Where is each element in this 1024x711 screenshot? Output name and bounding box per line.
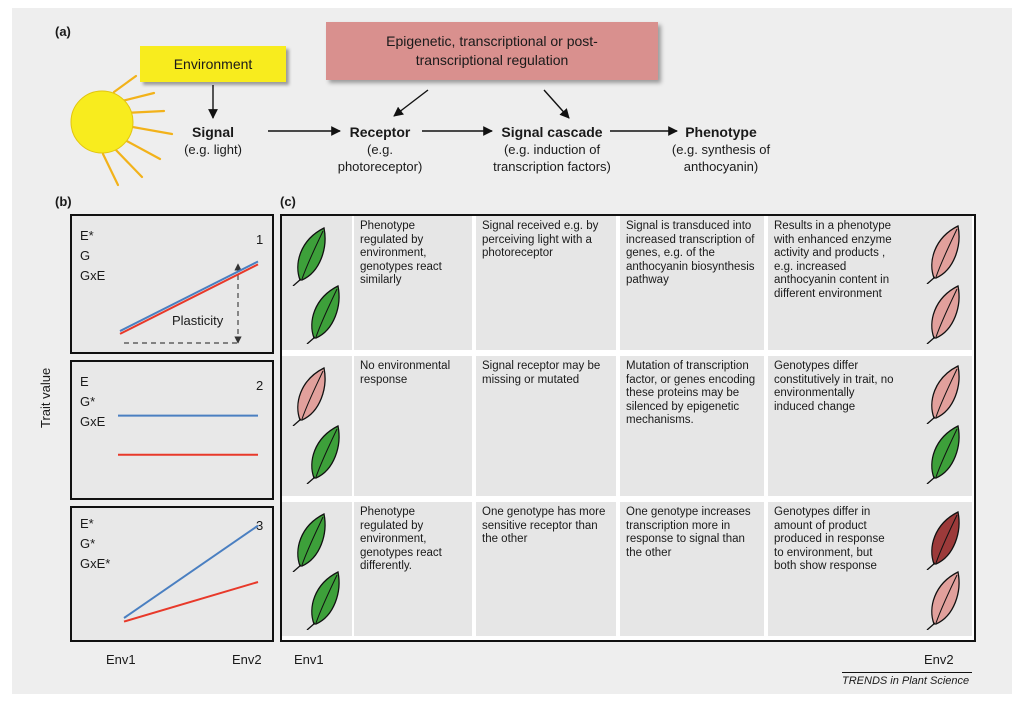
plot-2-chart: [118, 414, 258, 456]
left-leaves: [282, 356, 352, 496]
pathway-phenotype-subtitle: (e.g. synthesis of anthocyanin): [671, 142, 771, 174]
leaf-icon: [292, 513, 326, 573]
plasticity-label: Plasticity: [172, 313, 224, 328]
leaf-icon: [926, 285, 960, 345]
x-axis-b-env2: Env2: [232, 652, 262, 667]
plot-1-chart: [119, 260, 259, 344]
plot-2-stats: E G* GxE: [80, 372, 105, 432]
blue-genotype-line: [123, 524, 259, 619]
plot-3-stat-e: E*: [80, 516, 94, 531]
red-genotype-line: [119, 263, 259, 335]
x-axis-b-env1: Env1: [106, 652, 136, 667]
table-c: Phenotype regulated by environment, geno…: [280, 214, 976, 642]
leaf-icon: [306, 285, 340, 345]
leaf-icon: [926, 365, 960, 425]
pathway-signal: Signal (e.g. light): [178, 124, 248, 158]
table-cell: Phenotype regulated by environment, geno…: [354, 216, 472, 350]
leaf-icon: [292, 367, 326, 427]
leaf-icon: [926, 511, 960, 571]
left-leaves: [282, 502, 352, 636]
panel-label-a: (a): [55, 24, 71, 39]
plot-1-stat-e: E*: [80, 228, 94, 243]
pathway-cascade-subtitle: (e.g. induction of transcription factors…: [493, 142, 611, 174]
credit-rule: [842, 672, 972, 673]
pathway-signal-cascade: Signal cascade (e.g. induction of transc…: [492, 124, 612, 175]
leaf-icon: [926, 425, 960, 485]
pathway-cascade-title: Signal cascade: [501, 124, 603, 140]
right-leaves: [900, 356, 972, 496]
table-cell: One genotype has more sensitive receptor…: [476, 502, 616, 636]
table-cell: Signal received e.g. by perceiving light…: [476, 216, 616, 350]
pathway-phenotype-title: Phenotype: [685, 124, 757, 140]
table-cell: No environmental response: [354, 356, 472, 496]
plot-3-stat-gxe: GxE*: [80, 556, 111, 571]
x-axis-c-env1: Env1: [294, 652, 324, 667]
plot-2-stat-e: E: [80, 374, 89, 389]
right-leaves: [900, 502, 972, 636]
table-cell: Mutation of transcription factor, or gen…: [620, 356, 764, 496]
leaf-icon: [926, 225, 960, 285]
regulation-receptor-arrow: [393, 89, 429, 117]
figure: (a) Environment Epigenetic, transcriptio…: [12, 8, 1012, 694]
right-leaves: [900, 216, 972, 350]
plot-1-stat-g: G: [80, 248, 91, 263]
table-cell: Genotypes differ in amount of product pr…: [768, 502, 900, 636]
leaf-icon: [292, 227, 326, 287]
plot-3: E* G* GxE* 3: [70, 506, 274, 642]
pathway-signal-subtitle: (e.g. light): [184, 142, 242, 157]
plot-1: E* G GxE 1 Plasticity: [70, 214, 274, 354]
leaf-icon: [306, 425, 340, 485]
blue-genotype-line: [119, 260, 259, 332]
plot-3-stats: E* G* GxE*: [80, 514, 110, 574]
environment-box: Environment: [140, 46, 286, 82]
plot-2-stat-g: G*: [80, 394, 96, 409]
table-cell: Signal is transduced into increased tran…: [620, 216, 764, 350]
pathway-receptor: Receptor (e.g. photoreceptor): [326, 124, 434, 175]
credit: TRENDS in Plant Science: [842, 675, 970, 687]
regulation-cascade-arrow: [543, 89, 570, 119]
leaf-icon: [306, 571, 340, 631]
table-cell: Signal receptor may be missing or mutate…: [476, 356, 616, 496]
table-cell: Results in a phenotype with enhanced enz…: [768, 216, 900, 350]
regulation-box: Epigenetic, transcriptional or post-tran…: [326, 22, 658, 80]
plot-3-stat-g: G*: [80, 536, 96, 551]
table-cell: Genotypes differ constitutively in trait…: [768, 356, 900, 496]
pathway-receptor-subtitle: (e.g. photoreceptor): [337, 142, 423, 174]
plot-1-number: 1: [256, 232, 264, 247]
leaf-icon: [926, 571, 960, 631]
plot-1-stats: E* G GxE: [80, 226, 105, 286]
plot-2-number: 2: [256, 378, 264, 393]
plot-2-stat-gxe: GxE: [80, 414, 106, 429]
plot-3-chart: [123, 524, 259, 623]
panel-label-c: (c): [280, 194, 296, 209]
plot-2: E G* GxE 2: [70, 360, 274, 500]
y-axis-label: Trait value: [38, 367, 53, 428]
red-genotype-line: [123, 581, 259, 623]
left-leaves: [282, 216, 352, 350]
panel-label-b: (b): [55, 194, 72, 209]
table-cell: Phenotype regulated by environment, geno…: [354, 502, 472, 636]
pathway-signal-title: Signal: [191, 124, 234, 140]
panel-a-graphics: [70, 74, 678, 187]
x-axis-c-env2: Env2: [924, 652, 954, 667]
pathway-phenotype: Phenotype (e.g. synthesis of anthocyanin…: [658, 124, 784, 175]
table-cell: One genotype increases transcription mor…: [620, 502, 764, 636]
sun-icon: [70, 74, 174, 187]
plot-1-stat-gxe: GxE: [80, 268, 106, 283]
pathway-receptor-title: Receptor: [349, 124, 411, 140]
plot-3-number: 3: [256, 518, 264, 533]
